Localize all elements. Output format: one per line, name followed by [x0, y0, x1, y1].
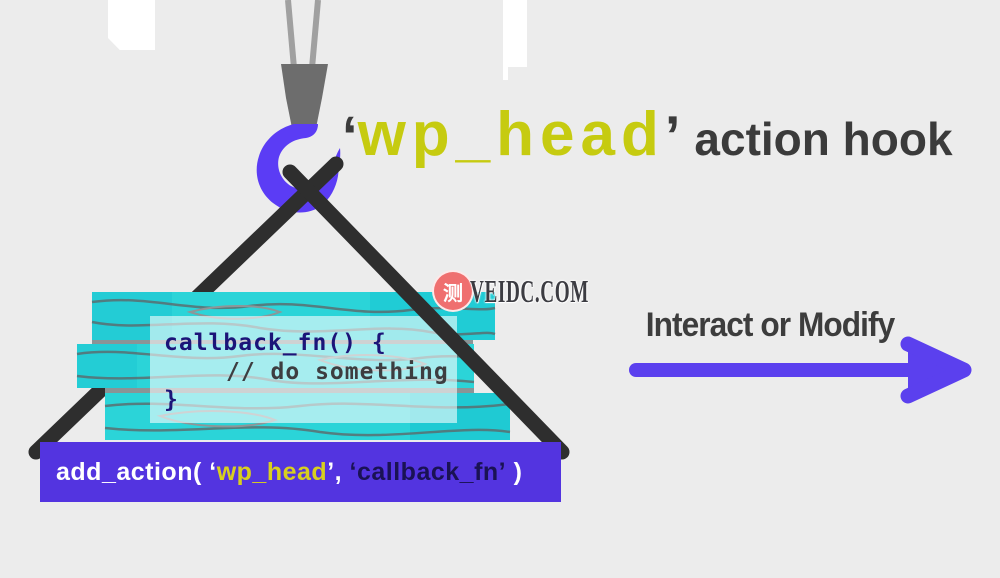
plank-shade — [77, 344, 137, 388]
code-line-2: // do something — [226, 359, 449, 385]
interact-label: Interact or Modify — [645, 306, 895, 344]
watermark-site: VEIDC.COM — [470, 272, 589, 309]
banner-quote-2: ’, — [327, 457, 350, 486]
banner-arg-hook: wp_head — [216, 457, 328, 486]
title-hook-name: wp_head — [357, 100, 665, 169]
crane-hook-icon — [256, 124, 341, 213]
banner-quote-3: ‘ — [349, 457, 357, 486]
banner-close: ) — [506, 457, 523, 486]
banner-arg-callback: callback_fn — [356, 457, 499, 486]
white-cutout-right-leg — [503, 67, 508, 80]
crane-cable-right-icon — [309, 0, 321, 69]
watermark-logo-icon: 测 — [432, 270, 474, 312]
watermark: 测 VEIDC.COM — [432, 270, 668, 312]
banner-call: add_action( — [56, 457, 210, 486]
crane-housing-icon — [281, 64, 328, 128]
crane-cable-left-icon — [285, 0, 297, 69]
title-suffix: action hook — [694, 113, 953, 165]
title-close-quote: ’ — [664, 104, 681, 167]
banner-quote-4: ’ — [498, 457, 507, 486]
interact-arrow — [629, 336, 972, 404]
add-action-banner: add_action( ‘wp_head’, ‘callback_fn’ ) — [40, 442, 561, 502]
title-open-quote: ‘ — [342, 104, 358, 167]
banner-quote-1: ‘ — [209, 457, 217, 486]
arrow-head-outline-icon — [900, 336, 972, 404]
code-line-1: callback_fn() { — [164, 330, 387, 356]
white-cutout-right — [503, 0, 527, 67]
page-title: ‘wp_head’action hook — [342, 104, 953, 166]
code-line-3: } — [164, 387, 179, 413]
white-cutout-left — [108, 0, 155, 50]
